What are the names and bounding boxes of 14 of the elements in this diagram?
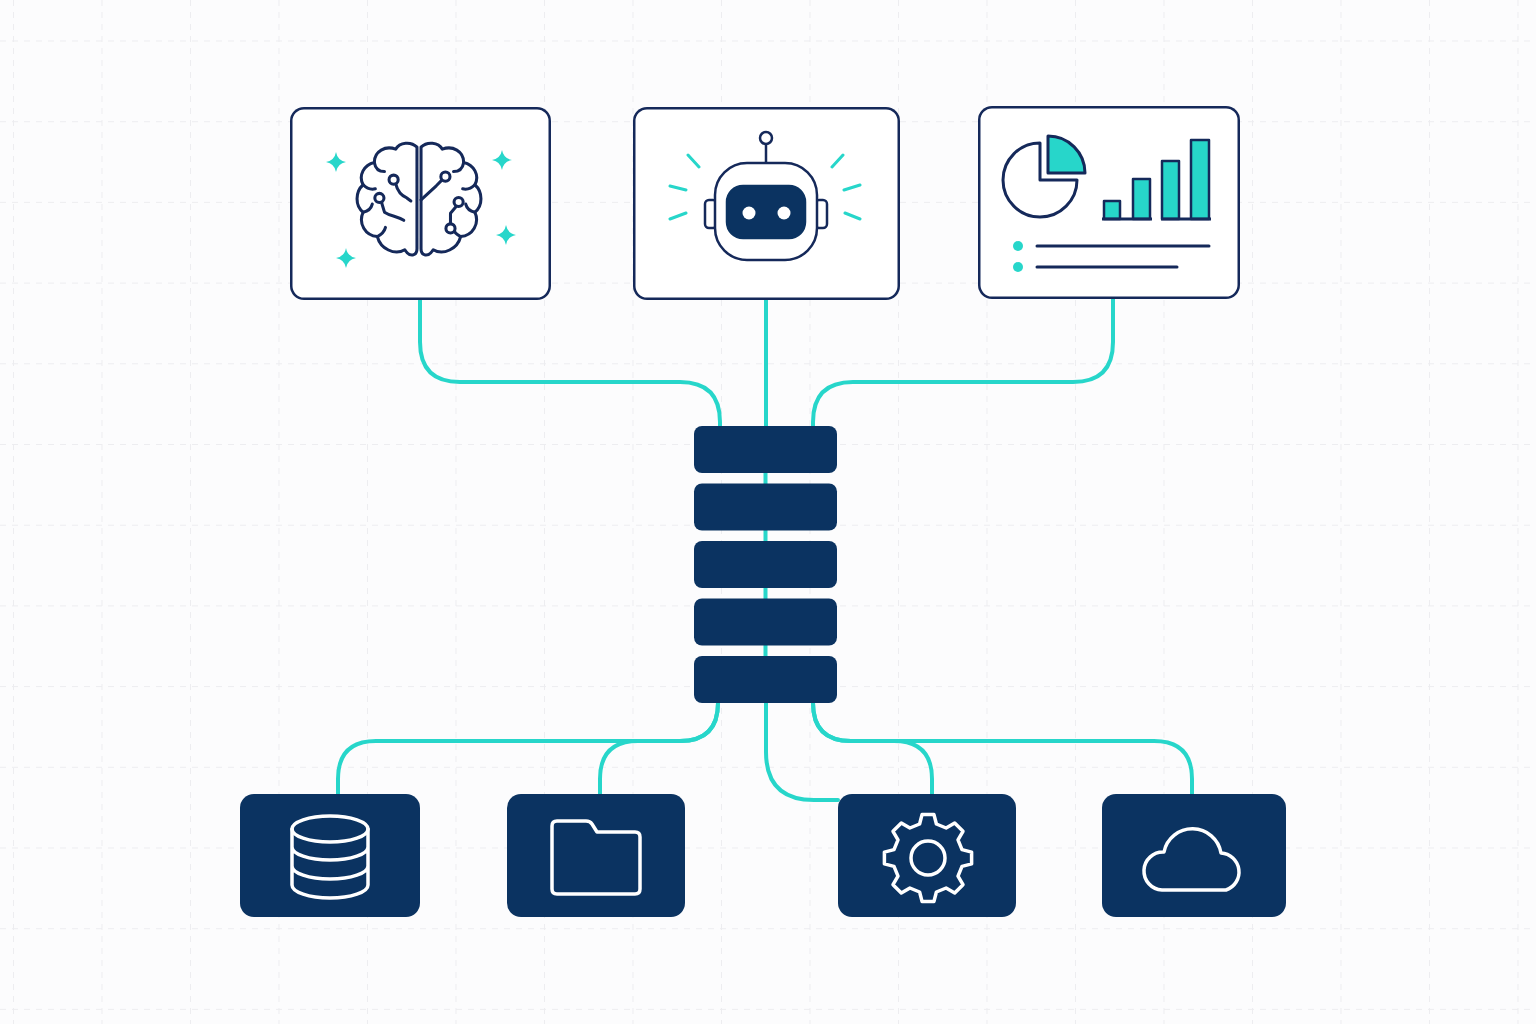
icon-tile [838,794,1016,917]
illustration-card [290,107,551,300]
connector-line [764,298,768,428]
connector-line [811,297,1115,428]
connector-line [811,701,1194,796]
icon-tile [1102,794,1286,917]
icon-tile [240,794,420,917]
connector-line [764,701,840,802]
connector-line [418,298,722,428]
illustration-card [978,106,1240,299]
icon-tile [507,794,685,917]
illustration-card [633,107,900,300]
server-stack [694,426,837,703]
connector-line [598,701,720,796]
